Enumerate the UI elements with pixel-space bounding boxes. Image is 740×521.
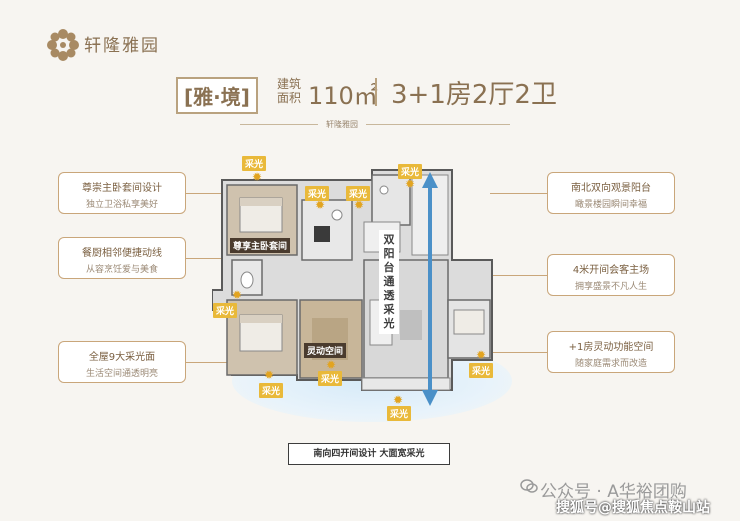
light-badge: 采光 [259, 383, 284, 398]
feature-sub: 随家庭需求而改造 [574, 359, 647, 369]
feature-sub: 瞰景楼园瞬间幸福 [574, 200, 647, 210]
light-badge: 采光 [469, 363, 494, 378]
connector-line [490, 193, 547, 194]
watermark-sohu: 搜狐号@搜狐焦点鞍山站 [556, 500, 710, 516]
sun-icon: ✹ [393, 393, 404, 407]
master-suite-label: 尊享主卧套间 [230, 238, 291, 253]
disclaimer-fineprint [90, 488, 500, 494]
feature-title: 餐厨相邻便捷动线 [82, 248, 162, 259]
light-badge: 采光 [387, 406, 412, 421]
unit-size: 110㎡ [308, 82, 378, 110]
feature-box-right-3: +1房灵动功能空间 随家庭需求而改造 [547, 331, 675, 373]
connector-line [186, 193, 232, 194]
flex-space-label: 灵动空间 [304, 343, 347, 358]
unit-layout: 3+1房2厅2卫 [391, 80, 557, 110]
feature-box-right-1: 南北双向观景阳台 瞰景楼园瞬间幸福 [547, 172, 675, 214]
sun-icon: ✹ [326, 358, 337, 372]
feature-box-left-1: 尊崇主卧套间设计 独立卫浴私享美好 [58, 172, 186, 214]
brand-small: 轩隆雅园 [318, 119, 366, 130]
feature-box-left-2: 餐厨相邻便捷动线 从容烹饪爱与美食 [58, 237, 186, 279]
feature-title: 全屋9大采光面 [88, 352, 156, 363]
sun-icon: ✹ [315, 198, 326, 212]
sun-icon: ✹ [354, 198, 365, 212]
feature-title: 4米开间会客主场 [572, 265, 650, 276]
light-badge: 采光 [398, 164, 423, 179]
feature-sub: 独立卫浴私享美好 [85, 200, 158, 210]
wechat-icon [520, 479, 538, 493]
connector-line [490, 352, 547, 353]
brand-name: 轩隆雅园 [84, 36, 160, 56]
light-badge: 采光 [213, 303, 238, 318]
feature-sub: 拥享盛景不凡人生 [574, 282, 647, 292]
watermark-wechat: 公众号 · A华裕团购 [540, 482, 687, 502]
sun-icon: ✹ [405, 177, 416, 191]
light-badge: 采光 [242, 156, 267, 171]
sun-icon: ✹ [252, 170, 263, 184]
feature-sub: 生活空间通透明亮 [85, 369, 158, 379]
sun-icon: ✹ [476, 348, 487, 362]
sun-icon: ✹ [264, 368, 275, 382]
double-balcony-label: 双阳台通透采光 [379, 230, 399, 334]
feature-title: 尊崇主卧套间设计 [82, 183, 162, 194]
light-badge: 采光 [346, 186, 371, 201]
flower-logo-icon [47, 29, 79, 61]
title-divider [375, 78, 377, 106]
design-banner: 南向四开间设计 大面宽采光 [288, 443, 450, 465]
area-label: 建筑面积 [277, 77, 302, 105]
connector-line [490, 275, 547, 276]
feature-box-right-2: 4米开间会客主场 拥享盛景不凡人生 [547, 254, 675, 296]
light-badge: 采光 [305, 186, 330, 201]
feature-title: 南北双向观景阳台 [571, 183, 651, 194]
sun-icon: ✹ [232, 288, 243, 302]
connector-line [186, 258, 232, 259]
feature-title: +1房灵动功能空间 [568, 342, 654, 353]
title-underline [240, 124, 510, 125]
feature-box-left-3: 全屋9大采光面 生活空间通透明亮 [58, 341, 186, 383]
light-badge: 采光 [318, 371, 343, 386]
connector-line [186, 362, 232, 363]
feature-sub: 从容烹饪爱与美食 [85, 265, 158, 275]
style-tag: [雅·境] [176, 77, 258, 114]
